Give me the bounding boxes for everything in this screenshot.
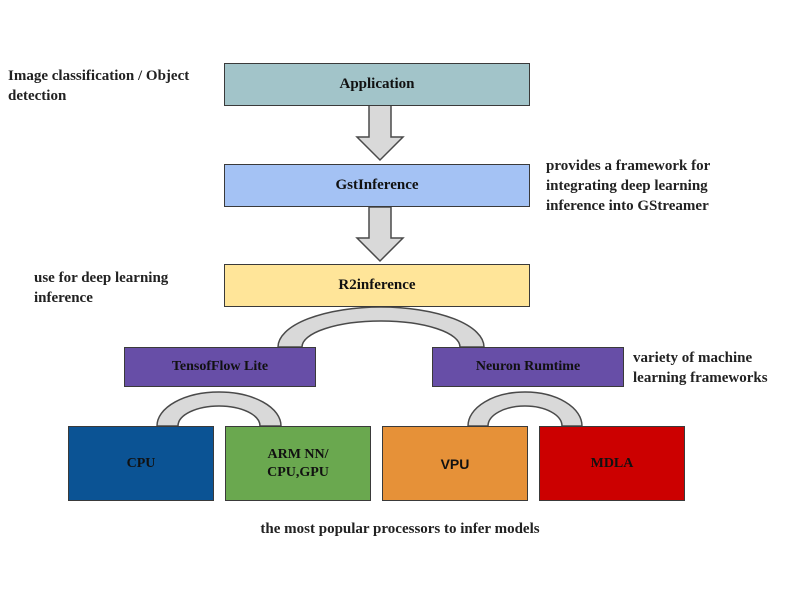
note-gstinference: provides a framework for integrating dee… [546, 158, 711, 214]
gstinference-label: GstInference [335, 177, 419, 193]
vpu-label: VPU [440, 455, 470, 472]
arc-neuron-split [467, 391, 583, 427]
neuron-runtime-label: Neuron Rumtime [475, 359, 581, 374]
arm-nn-label: ARM NN/ CPU,GPU [267, 446, 329, 480]
application-box: Application [224, 63, 530, 106]
tensorflow-lite-box: TensofFlow Lite [124, 347, 316, 387]
arrow-gstinference-to-r2inference [355, 206, 405, 263]
arrow-application-to-gstinference [355, 104, 405, 162]
application-label: Application [339, 76, 415, 92]
vpu-box: VPU [382, 426, 528, 501]
arm-nn-box: ARM NN/ CPU,GPU [225, 426, 371, 501]
mdla-box: MDLA [539, 426, 685, 501]
arc-tensorflow-split [156, 391, 282, 427]
cpu-box: CPU [68, 426, 214, 501]
r2inference-box: R2inference [224, 264, 530, 307]
gstinference-box: GstInference [224, 164, 530, 207]
note-application: Image classification / Object detection [8, 68, 190, 104]
r2inference-label: R2inference [338, 277, 416, 293]
tensorflow-lite-label: TensofFlow Lite [171, 359, 269, 374]
cpu-label: CPU [126, 455, 156, 471]
arc-r2inference-split [277, 306, 485, 348]
neuron-runtime-box: Neuron Rumtime [432, 347, 624, 387]
note-r2inference: use for deep learning inference [34, 270, 169, 306]
mdla-label: MDLA [590, 455, 634, 471]
note-neuron-runtime: variety of machine learning frameworks [633, 350, 768, 386]
diagram-caption: the most popular processors to infer mod… [260, 521, 540, 537]
